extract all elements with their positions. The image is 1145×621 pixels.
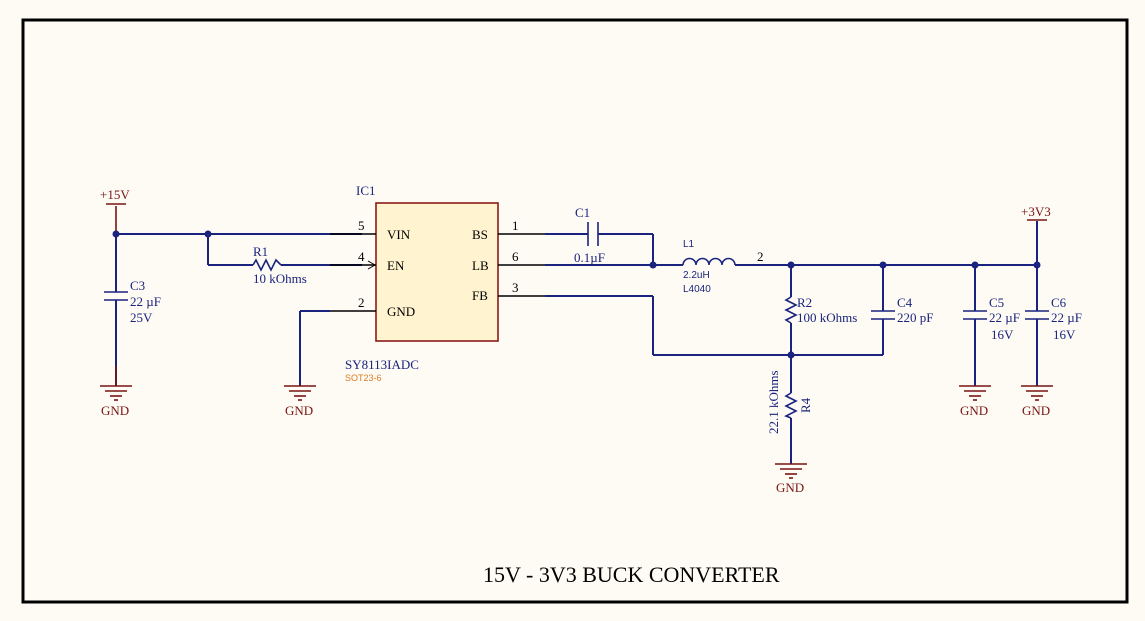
- ground-symbol: GND: [100, 366, 132, 418]
- pin-name-vin: VIN: [387, 227, 411, 242]
- junction-dot: [787, 351, 795, 359]
- junction-dot: [112, 230, 120, 238]
- capacitor-c3: C3 22 µF 25V: [104, 278, 161, 325]
- c1-value: 0.1µF: [574, 250, 605, 265]
- gnd-label: GND: [776, 480, 804, 495]
- c4-ref: C4: [897, 295, 913, 310]
- ic-sy8113: IC1 5 4 2 1 6 3 VIN EN GND BS LB FB SY81…: [330, 183, 545, 383]
- ground-symbol: GND: [284, 385, 316, 418]
- l1-value: 2.2uH: [683, 270, 710, 281]
- ic-part-number: SY8113IADC: [345, 357, 419, 372]
- pin-name-en: EN: [387, 258, 405, 273]
- sheet-title: 15V - 3V3 BUCK CONVERTER: [483, 562, 780, 587]
- pin-num-vin: 5: [358, 218, 365, 233]
- junction-dot: [879, 261, 887, 269]
- sheet-border: [21, 18, 1129, 604]
- vout-label: +3V3: [1021, 204, 1051, 219]
- r4-ref: R4: [798, 397, 813, 413]
- gnd-label: GND: [1022, 403, 1050, 418]
- resistor-r1: R1 10 kOhms: [252, 244, 307, 286]
- c5-ref: C5: [989, 295, 1004, 310]
- vin-label: +15V: [100, 187, 130, 202]
- capacitor-c4: C4 220 pF: [871, 295, 933, 325]
- c5-value: 22 µF: [989, 310, 1020, 325]
- bootstrap-wires: [545, 233, 683, 269]
- ic-footprint: SOT23-6: [345, 373, 382, 383]
- resistor-r4: R4 22.1 kOhms: [766, 370, 813, 434]
- ic-ref: IC1: [356, 183, 376, 198]
- c6-ref: C6: [1051, 295, 1067, 310]
- l1-package: L4040: [683, 284, 711, 295]
- r2-value: 100 kOhms: [797, 310, 857, 325]
- r4-value: 22.1 kOhms: [766, 370, 781, 434]
- ic-gnd-wire: [299, 310, 330, 386]
- ground-symbol: GND: [959, 385, 991, 418]
- c6-rating: 16V: [1053, 327, 1076, 342]
- capacitor-c1: C1 0.1µF: [574, 205, 605, 265]
- c3-ref: C3: [130, 278, 145, 293]
- l1-pin-number: 2: [757, 249, 764, 264]
- gnd-label: GND: [285, 403, 313, 418]
- c4-value: 220 pF: [897, 310, 933, 325]
- ground-symbol: GND: [775, 463, 807, 495]
- vin-power-port: +15V: [100, 187, 130, 233]
- r1-ref: R1: [253, 244, 268, 259]
- c3-rating: 25V: [130, 310, 153, 325]
- pin-num-lb: 6: [512, 249, 519, 264]
- gnd-label: GND: [101, 403, 129, 418]
- junction-dot: [649, 261, 657, 269]
- c5-rating: 16V: [991, 327, 1014, 342]
- gnd-label: GND: [960, 403, 988, 418]
- capacitor-c6: C6 22 µF 16V: [1025, 295, 1082, 342]
- l1-ref: L1: [683, 239, 695, 250]
- pin-num-en: 4: [358, 249, 365, 264]
- vout-rail-wires: [545, 221, 1041, 464]
- c1-ref: C1: [575, 205, 590, 220]
- r1-value: 10 kOhms: [253, 271, 307, 286]
- junction-dot: [1033, 261, 1041, 269]
- pin-name-gnd: GND: [387, 304, 415, 319]
- c3-value: 22 µF: [130, 294, 161, 309]
- pin-name-lb: LB: [472, 258, 489, 273]
- capacitor-c5: C5 22 µF 16V: [963, 295, 1020, 342]
- inductor-l1: L1 2.2uH L4040 2: [682, 239, 764, 295]
- ground-symbol: GND: [1021, 385, 1053, 418]
- junction-dot: [787, 261, 795, 269]
- resistor-r2: R2 100 kOhms: [784, 295, 857, 325]
- vout-power-port: +3V3: [1021, 204, 1051, 221]
- vin-rail-wires: [112, 230, 362, 386]
- r2-ref: R2: [797, 295, 812, 310]
- c6-value: 22 µF: [1051, 310, 1082, 325]
- pin-num-bs: 1: [512, 218, 519, 233]
- junction-dot: [971, 261, 979, 269]
- junction-dot: [204, 230, 212, 238]
- pin-name-bs: BS: [472, 227, 488, 242]
- pin-num-gnd: 2: [358, 295, 365, 310]
- pin-name-fb: FB: [472, 288, 488, 303]
- pin-num-fb: 3: [512, 280, 519, 295]
